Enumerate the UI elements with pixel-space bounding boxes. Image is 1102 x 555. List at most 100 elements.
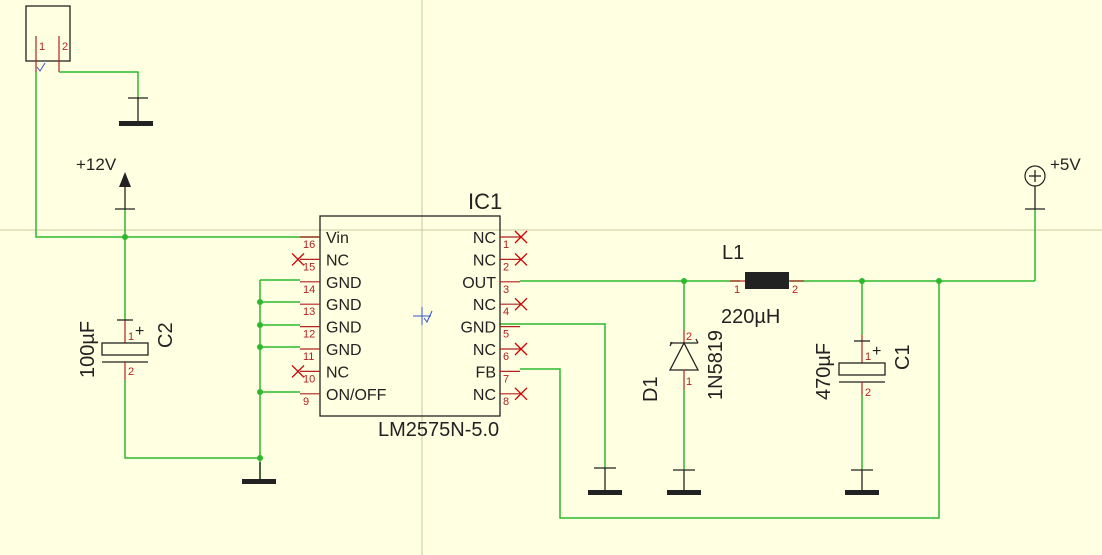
d1-value: 1N5819 [705,330,727,400]
c1-value: 470µF [813,343,835,400]
l1-value: 220µH [721,306,780,328]
nc-cross-icon [514,297,528,311]
nc-cross-icon [291,252,305,266]
ic1-pin-8[interactable]: 8NC [473,387,528,408]
ic1-pin-15[interactable]: 15 NC [291,252,349,273]
junctions [122,234,942,461]
ic1-pin-name: Vin [326,230,349,247]
wire-j2-gnd [59,71,139,97]
ic1-pin-12[interactable]: 12 GND [300,320,362,341]
ground-icon [667,469,701,495]
ic1-pin-1[interactable]: 1NC [473,230,528,251]
junction-gnd12 [257,322,263,328]
ic1-pin-number: 7 [503,373,509,385]
ic1-pin-16[interactable]: 16 Vin [300,230,349,251]
d1-pin2: 2 [686,331,692,343]
c2-value: 100µF [77,321,99,378]
capacitor-c1[interactable]: 1 2 + 470µF C1 [813,335,914,400]
inductor-icon [745,272,789,289]
capacitor-c2[interactable]: 1 2 + 100µF C2 [77,319,177,380]
ic1-pin-9[interactable]: 9 ON/OFF [300,387,387,408]
ic1-pin-name: FB [476,364,496,381]
ic1-pin-number: 9 [303,396,309,408]
c2-ref: C2 [155,322,177,348]
c1-polarity: + [872,343,881,360]
ic1-pin-name: NC [473,297,496,314]
ic1-pin-name: GND [326,320,362,337]
ic1-pin-number: 4 [503,306,509,318]
ic1-pin-11[interactable]: 11 GND [300,342,362,363]
ic1-pin-number: 13 [303,306,315,318]
ic1-pin-number: 14 [303,284,315,296]
diode-icon [668,341,700,371]
ic1-pin-14[interactable]: 14 GND [300,275,362,296]
ic1-pin-number: 15 [303,261,315,273]
ic1-part: LM2575N-5.0 [378,419,499,441]
ic1-pin-name: NC [473,342,496,359]
supply-12v[interactable]: +12V [76,155,135,210]
c1-ref: C1 [892,344,914,370]
wire-fb [520,281,940,519]
ic1-body [319,215,501,417]
ground-symbols [119,97,879,495]
ic1-origin-mark [413,307,433,325]
l1-pin2: 2 [792,284,798,296]
ic1-ref: IC1 [468,189,502,214]
c1-plate-positive [838,362,886,376]
c2-pin1: 1 [128,331,134,343]
inductor-l1[interactable]: 1 2 L1 220µH [721,242,804,328]
ic1-pin-name: GND [460,320,496,337]
c2-pin2: 2 [128,366,134,378]
ic1-pin-name: NC [326,364,349,381]
ic1-pin-6[interactable]: 6 NC [473,342,528,363]
c2-polarity: + [135,323,144,340]
junction-gnd11 [257,344,263,350]
ic1-pin-number: 6 [503,351,509,363]
nc-cross-icon [291,364,305,378]
junction-onoff [257,389,263,395]
junction-fb [936,278,942,284]
ic1-pin-name: ON/OFF [326,387,387,404]
ic1-pin-7[interactable]: 7 FB [476,364,520,385]
c1-pin2: 2 [865,387,871,399]
supply-12v-label: +12V [76,155,117,174]
connector[interactable]: 1 2 [25,5,71,72]
ic1-pin-number: 16 [303,239,315,251]
connector-origin-mark [36,62,46,72]
wire-vin [35,72,320,238]
ic1-pin-name: GND [326,342,362,359]
nc-cross-icon [514,387,528,401]
ic1-pin-number: 11 [303,351,314,363]
l1-pin1: 1 [734,284,740,296]
ic1-pin-name: GND [326,275,362,292]
l1-ref: L1 [722,242,744,264]
connector-pin1-number: 1 [39,41,45,53]
wire-ic-gnd5 [500,323,606,468]
arrow-up-icon [119,172,131,187]
d1-ref: D1 [640,376,662,402]
connector-pin2-number: 2 [62,41,68,53]
nc-cross-icon [514,230,528,244]
junction-gnd-main [257,455,263,461]
diode-d1[interactable]: 2 1 D1 1N5819 [640,330,727,402]
ic1-pin-name: NC [326,252,349,269]
connector-body [25,5,71,62]
supply-5v[interactable]: +5V [1024,155,1081,210]
junction-out-c1 [859,278,865,284]
ic1-pin-name: NC [473,230,496,247]
ic1-pin-number: 12 [303,329,315,341]
wires [35,71,1036,519]
ic1-pin-name: NC [473,252,496,269]
wire-c2-gnd [124,380,260,459]
ic1-pin-2[interactable]: 2 NC [473,252,528,273]
junction-out-d1 [681,278,687,284]
supply-5v-label: +5V [1050,155,1081,174]
ic1-pin-number: 2 [503,261,509,273]
ic1-pin-4[interactable]: 4 NC [473,297,528,318]
